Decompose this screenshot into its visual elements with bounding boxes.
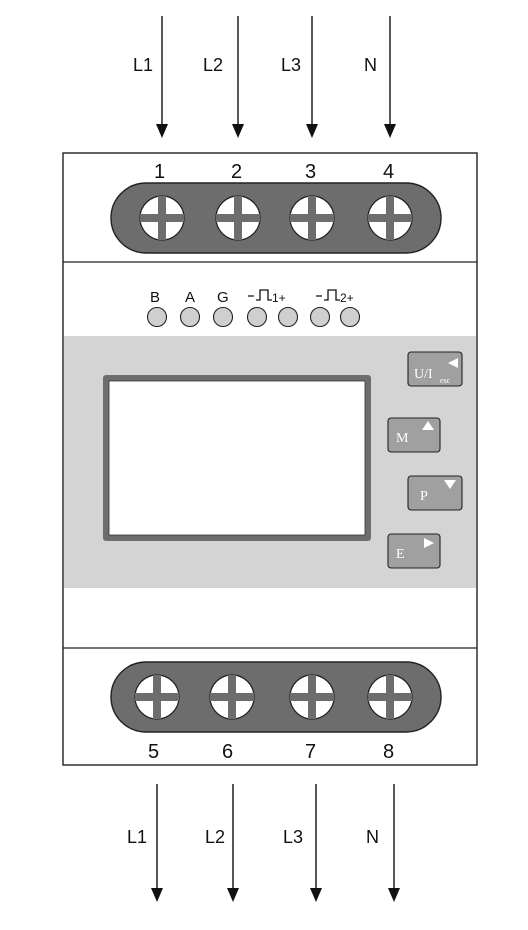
- top-terminal-block: 1 2 3 4: [110, 161, 442, 254]
- screw-icon: [367, 195, 413, 241]
- left-arrow-icon: [448, 358, 458, 368]
- bottom-terminal-block: 5 6 7 8: [110, 661, 442, 763]
- led-indicator: [309, 306, 331, 328]
- esc-label: esc: [440, 376, 451, 385]
- led-indicator: [146, 306, 168, 328]
- indicator-label-b: B: [150, 289, 160, 306]
- e-button-label: E: [396, 547, 405, 562]
- led-indicator: [339, 306, 361, 328]
- terminal-number: 7: [305, 741, 316, 763]
- up-arrow-icon: [422, 421, 434, 430]
- wire-label-l2-top: L2: [203, 55, 223, 75]
- indicator-label-g: G: [217, 289, 229, 306]
- ui-esc-button[interactable]: U/I esc: [407, 351, 463, 387]
- arrow-down-icon: [388, 888, 400, 902]
- indicator-row: B A G 1+ 2+: [146, 289, 361, 328]
- wire-label-l3-top: L3: [281, 55, 301, 75]
- arrow-down-icon: [306, 124, 318, 138]
- led-indicator: [212, 306, 234, 328]
- terminal-number: 5: [148, 741, 159, 763]
- arrow-down-icon: [151, 888, 163, 902]
- e-right-button[interactable]: E: [387, 533, 441, 569]
- terminal-bar: [110, 661, 442, 733]
- terminal-bar: [110, 182, 442, 254]
- terminal-number: 1: [154, 161, 165, 183]
- m-up-button[interactable]: M: [387, 417, 441, 453]
- terminal-number: 2: [231, 161, 242, 183]
- wire-label-l2-bottom: L2: [205, 827, 225, 847]
- arrow-down-icon: [384, 124, 396, 138]
- terminal-number: 3: [305, 161, 316, 183]
- screw-icon: [367, 674, 413, 720]
- screw-icon: [215, 195, 261, 241]
- arrow-down-icon: [227, 888, 239, 902]
- wire-label-l1-bottom: L1: [127, 827, 147, 847]
- pulse-icon: [248, 289, 272, 301]
- led-indicator: [179, 306, 201, 328]
- wire-label-n-top: N: [364, 55, 377, 75]
- bottom-wires: L1 L2 L3 N: [127, 784, 400, 902]
- down-arrow-icon: [444, 480, 456, 489]
- led-indicator: [246, 306, 268, 328]
- screw-icon: [139, 195, 185, 241]
- terminal-number: 8: [383, 741, 394, 763]
- arrow-down-icon: [310, 888, 322, 902]
- top-wires: L1 L2 L3 N: [133, 16, 396, 138]
- right-arrow-icon: [424, 538, 434, 548]
- indicator-label-a: A: [185, 289, 195, 306]
- wire-label-l3-bottom: L3: [283, 827, 303, 847]
- lcd-screen: [108, 380, 366, 536]
- wire-label-l1-top: L1: [133, 55, 153, 75]
- wire-label-n-bottom: N: [366, 827, 379, 847]
- screw-icon: [209, 674, 255, 720]
- arrow-down-icon: [232, 124, 244, 138]
- m-button-label: M: [396, 431, 409, 446]
- led-indicator: [277, 306, 299, 328]
- ui-button-label: U/I: [414, 367, 433, 382]
- terminal-number: 6: [222, 741, 233, 763]
- pulse-icon: [316, 289, 340, 301]
- screw-icon: [134, 674, 180, 720]
- p-button-label: P: [420, 489, 428, 504]
- indicator-label-pulse1: 1+: [272, 291, 286, 305]
- terminal-number: 4: [383, 161, 394, 183]
- arrow-down-icon: [156, 124, 168, 138]
- screw-icon: [289, 674, 335, 720]
- indicator-label-pulse2: 2+: [340, 291, 354, 305]
- p-down-button[interactable]: P: [407, 475, 463, 511]
- screw-icon: [289, 195, 335, 241]
